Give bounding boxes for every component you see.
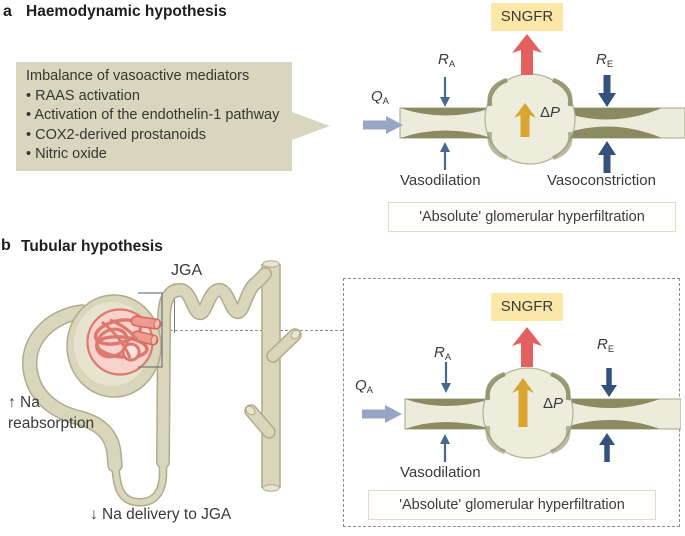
callout-intro: Imbalance of vasoactive mediators	[26, 68, 250, 84]
duct-bottom-cap	[262, 484, 280, 492]
jga-bracket	[138, 292, 163, 368]
panel-a-title: Haemodynamic hypothesis	[26, 3, 227, 20]
vasodilation-label: Vasodilation	[400, 172, 481, 189]
vessel-diagram-a	[363, 34, 685, 173]
duct-branch	[267, 329, 301, 362]
re-label-b: RE	[597, 336, 615, 355]
qa-label: QA	[371, 88, 390, 107]
vasoconstriction-label: Vasoconstriction	[547, 172, 656, 189]
bulge-shoulder	[487, 131, 508, 161]
tuft-capillary	[95, 327, 129, 359]
ra-arrow-down-head	[440, 97, 450, 107]
re-arrow-down-head	[598, 93, 616, 107]
tuft-capillary	[121, 342, 141, 362]
qa-flow-arrow-head	[386, 116, 403, 134]
re-arrow-up-head-b	[599, 433, 615, 445]
panel-b-title: Tubular hypothesis	[21, 238, 163, 255]
delta-p-arrow-b	[512, 378, 534, 427]
arteriole-cap	[153, 318, 161, 330]
glomerular-bulge	[484, 73, 576, 165]
arteriole-cap	[150, 334, 158, 346]
delta-p-label-b: ΔP	[543, 395, 564, 412]
vasodilation-label-b: Vasodilation	[400, 464, 481, 481]
afferent-wall-wedge-top	[400, 108, 492, 116]
mediators-callout: Imbalance of vasoactive mediators RAAS a…	[16, 62, 292, 171]
ra-label: RA	[438, 51, 456, 70]
efferent-arteriole	[132, 317, 160, 328]
na-reabsorption-label: ↑ Na reabsorption	[8, 394, 95, 432]
callout-item: COX2-derived prostanoids	[26, 126, 282, 146]
callout-item: Nitric oxide	[26, 145, 282, 165]
ascending-limb	[157, 316, 170, 468]
glomerular-bulge-b	[482, 367, 574, 459]
callout-pointer	[292, 112, 330, 140]
duct-top-cap	[262, 260, 280, 268]
bulge-shoulder	[552, 131, 573, 161]
afferent-wall-wedge-bottom	[400, 130, 492, 138]
delta-p-label: ΔP	[540, 104, 561, 121]
qa-label-b: QA	[355, 377, 374, 396]
ra-label-b: RA	[434, 344, 452, 363]
ra-arrow-up-head-b	[440, 434, 450, 444]
efferent-wall-wedge-top	[552, 108, 662, 120]
panel-b-label: b	[1, 237, 11, 254]
sngfr-badge-b: SNGFR	[491, 293, 563, 321]
sngfr-increase-arrow-b	[512, 327, 542, 367]
bulge-shoulder	[485, 371, 506, 401]
sngfr-badge: SNGFR	[491, 3, 563, 31]
bulge-shoulder	[487, 77, 508, 107]
duct-branch-cap	[290, 329, 301, 340]
callout-item: RAAS activation	[26, 87, 282, 107]
hyperfiltration-caption-a: 'Absolute' glomerular hyperfiltration	[388, 202, 676, 232]
bulge-shoulder	[550, 371, 571, 401]
loop-of-henle	[112, 457, 166, 505]
jga-label: JGA	[171, 262, 203, 279]
distal-tubule	[158, 268, 271, 326]
efferent-wall-wedge-bottom	[552, 126, 662, 138]
sngfr-increase-arrow	[512, 34, 542, 75]
duct-branch-cap	[245, 405, 256, 416]
bulge-shoulder	[485, 425, 506, 455]
vessel-diagram-b	[362, 327, 681, 462]
jga-pointer-line	[174, 283, 175, 333]
bulge-shoulder	[550, 425, 571, 455]
hyperfiltration-caption-b: 'Absolute' glomerular hyperfiltration	[368, 490, 656, 520]
delta-p-arrow	[514, 103, 536, 137]
efferent-wall-wedge-top-b	[560, 399, 660, 408]
re-arrow-up-head	[598, 141, 616, 155]
panel-a-label: a	[3, 3, 12, 20]
ra-arrow-up-head	[440, 142, 450, 152]
tuft-capillary	[109, 318, 140, 343]
proximal-tubule	[23, 305, 122, 472]
afferent-wall-wedge-bottom-b	[405, 422, 491, 429]
nephron-illustration	[22, 260, 302, 507]
bulge-shoulder	[552, 77, 573, 107]
afferent-arteriole	[133, 332, 157, 344]
re-arrow-down-head-b	[601, 385, 617, 397]
re-label: RE	[596, 51, 614, 70]
tuft-capillary	[101, 320, 132, 359]
callout-item: Activation of the endothelin-1 pathway	[26, 106, 282, 126]
efferent-wall-wedge-bottom-b	[560, 420, 660, 429]
qa-flow-arrow-head-b	[385, 405, 402, 423]
ra-arrow-down-head-b	[441, 383, 451, 393]
magnify-dash-line	[160, 330, 343, 331]
afferent-wall-wedge-top-b	[405, 399, 491, 406]
na-delivery-label: ↓ Na delivery to JGA	[90, 506, 232, 523]
